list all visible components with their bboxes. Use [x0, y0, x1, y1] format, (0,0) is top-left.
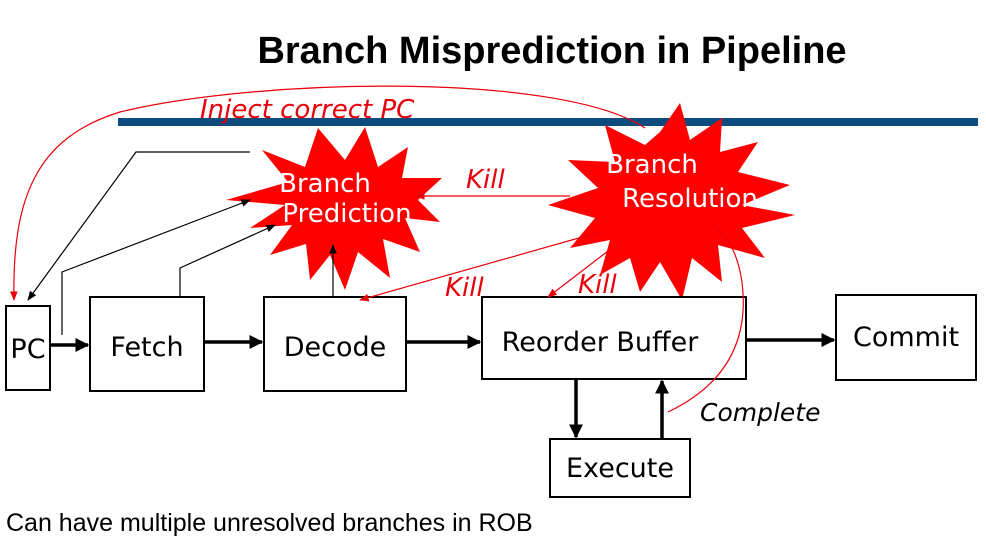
complete-label: Complete: [700, 398, 820, 427]
branch-prediction-star: [226, 127, 442, 290]
kill-rob-arrow: [547, 247, 613, 298]
diagram-title: Branch Misprediction in Pipeline: [257, 30, 846, 72]
branch-resolution-star: [548, 103, 795, 300]
commit-box: [835, 294, 977, 381]
pc-label: PC: [10, 334, 45, 365]
fetch-to-prediction-arrow: [179, 224, 276, 297]
execute-box: [549, 438, 691, 498]
decode-label: Decode: [284, 332, 387, 363]
fetch-box: [89, 296, 205, 392]
pc-box: [5, 305, 51, 391]
kill-decode-label: Kill: [445, 273, 484, 303]
prediction-to-pc-arrow: [27, 151, 250, 301]
branch-prediction-label-line2: Prediction: [282, 199, 411, 229]
inject-correct-pc-arrow: [9, 85, 646, 301]
reorder-buffer-box: [481, 296, 747, 380]
kill-decode-arrow: [359, 231, 601, 302]
kill-prediction-label: Kill: [466, 165, 505, 195]
pc-to-prediction-arrow: [61, 199, 251, 335]
fetch-label: Fetch: [110, 332, 183, 363]
branch-resolution-label-line1: Branch: [606, 150, 698, 180]
execute-label: Execute: [566, 453, 674, 484]
inject-correct-pc-label: Inject correct PC: [200, 95, 415, 125]
branch-prediction-label-line1: Branch: [279, 169, 371, 199]
title-divider-bar: [118, 118, 978, 126]
kill-rob-label: Kill: [578, 270, 617, 300]
reorder-buffer-label: Reorder Buffer: [502, 327, 700, 358]
branch-resolution-label-line2: Resolution: [622, 184, 758, 214]
complete-to-resolution-line: [667, 224, 744, 413]
decode-box: [263, 296, 407, 392]
footnote-text: Can have multiple unresolved branches in…: [6, 509, 533, 537]
commit-label: Commit: [853, 322, 959, 353]
